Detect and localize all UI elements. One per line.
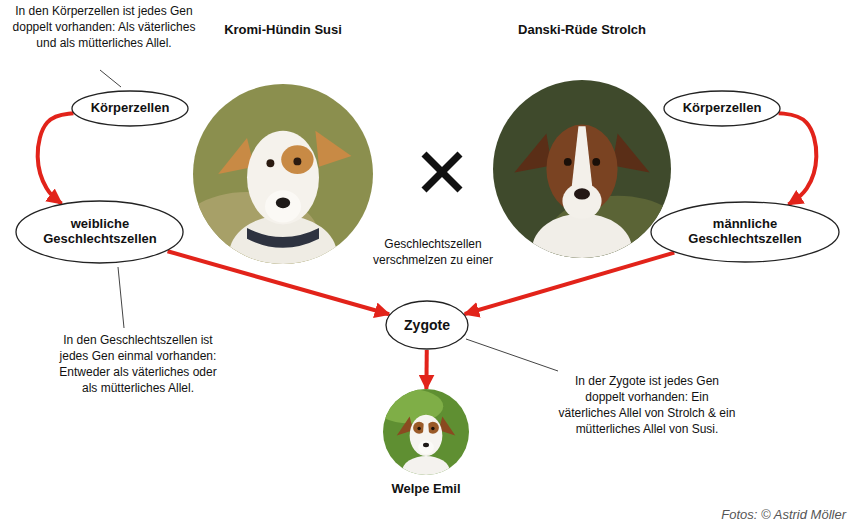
leader-line bbox=[466, 339, 558, 371]
cell-label: Körperzellen bbox=[683, 101, 762, 116]
photo-shape bbox=[571, 126, 592, 190]
photo-shape bbox=[574, 188, 590, 199]
ellipse-text-box: Körperzellen bbox=[91, 101, 170, 116]
dog-photo: Danski-Rüde Strolch bbox=[490, 22, 674, 262]
dog-name: Danski-Rüde Strolch bbox=[490, 22, 674, 38]
ellipse-shape bbox=[386, 301, 468, 349]
note-text: In den Körperzellen ist jedes Gen doppel… bbox=[4, 3, 204, 51]
ellipse-text-box: Körperzellen bbox=[683, 101, 762, 116]
dog-name: Welpe Emil bbox=[380, 481, 472, 497]
photo-shape bbox=[410, 415, 443, 456]
photo-circle bbox=[193, 84, 373, 264]
dog-name: Kromi-Hündin Susi bbox=[190, 22, 376, 38]
ellipse-text-box: Zygote bbox=[404, 317, 450, 333]
cell-ellipse: Körperzellen bbox=[71, 90, 189, 127]
photo-shape bbox=[423, 417, 430, 439]
ellipse-shape bbox=[72, 91, 188, 126]
photo-shape bbox=[315, 131, 351, 167]
photo-shape bbox=[423, 443, 429, 447]
leader-line bbox=[118, 267, 124, 328]
note-text: In den Geschlechtszellen ist jedes Gen e… bbox=[58, 332, 218, 396]
cross-symbol bbox=[424, 154, 460, 190]
photo-shape bbox=[281, 145, 313, 174]
cell-label: Körperzellen bbox=[91, 101, 170, 116]
photo-shape bbox=[247, 131, 319, 225]
cell-ellipse: männliche Geschlechtszellen bbox=[650, 201, 840, 263]
photo-shape bbox=[592, 158, 600, 166]
ellipse-text-box: männliche Geschlechtszellen bbox=[681, 217, 809, 247]
note-text: In der Zygote ist jedes Gen doppelt vorh… bbox=[556, 373, 738, 437]
inheritance-arrow bbox=[424, 350, 428, 389]
cross-symbol bbox=[424, 154, 460, 190]
photo-credit: Fotos: © Astrid Möller bbox=[721, 507, 846, 523]
cell-ellipse: Zygote bbox=[385, 300, 469, 350]
cell-label: Zygote bbox=[404, 317, 450, 333]
dog-photo: Kromi-Hündin Susi bbox=[190, 22, 376, 266]
cell-label: männliche Geschlechtszellen bbox=[681, 217, 809, 247]
cell-label: weibliche Geschlechtszellen bbox=[36, 217, 164, 247]
photo-shape bbox=[266, 159, 274, 167]
photo-shape bbox=[247, 228, 319, 248]
photo-shape bbox=[418, 441, 433, 455]
photo-shape bbox=[514, 133, 551, 172]
dog-photo-art bbox=[374, 389, 469, 487]
cell-ellipse: Körperzellen bbox=[663, 90, 781, 127]
dog-photo: Welpe Emil bbox=[380, 389, 472, 509]
inheritance-arrow bbox=[465, 253, 675, 314]
ellipse-shape bbox=[16, 201, 183, 263]
photo-shape bbox=[229, 215, 337, 294]
photo-shape bbox=[564, 158, 572, 166]
photo-shape bbox=[276, 197, 290, 208]
inheritance-arrow bbox=[779, 113, 817, 204]
photo-shape bbox=[265, 190, 301, 222]
note-text: Geschlechtszellen verschmelzen zu einer bbox=[368, 236, 498, 268]
ellipse-shape bbox=[664, 91, 780, 126]
photo-circle bbox=[383, 389, 469, 475]
ellipse-text-box: weibliche Geschlechtszellen bbox=[36, 217, 164, 247]
photo-shape bbox=[293, 157, 301, 165]
inheritance-arrow bbox=[38, 113, 74, 203]
photo-shape bbox=[417, 427, 420, 430]
leader-line bbox=[100, 70, 121, 87]
photo-shape bbox=[612, 133, 649, 172]
photo-shape bbox=[431, 427, 434, 430]
dog-photo-art bbox=[493, 80, 689, 285]
photo-shape bbox=[562, 183, 601, 219]
cell-ellipse: weibliche Geschlechtszellen bbox=[15, 200, 184, 264]
ellipse-shape bbox=[651, 202, 839, 262]
dog-photo-art bbox=[175, 84, 373, 295]
photo-circle bbox=[493, 80, 671, 258]
photo-shape bbox=[532, 214, 632, 285]
